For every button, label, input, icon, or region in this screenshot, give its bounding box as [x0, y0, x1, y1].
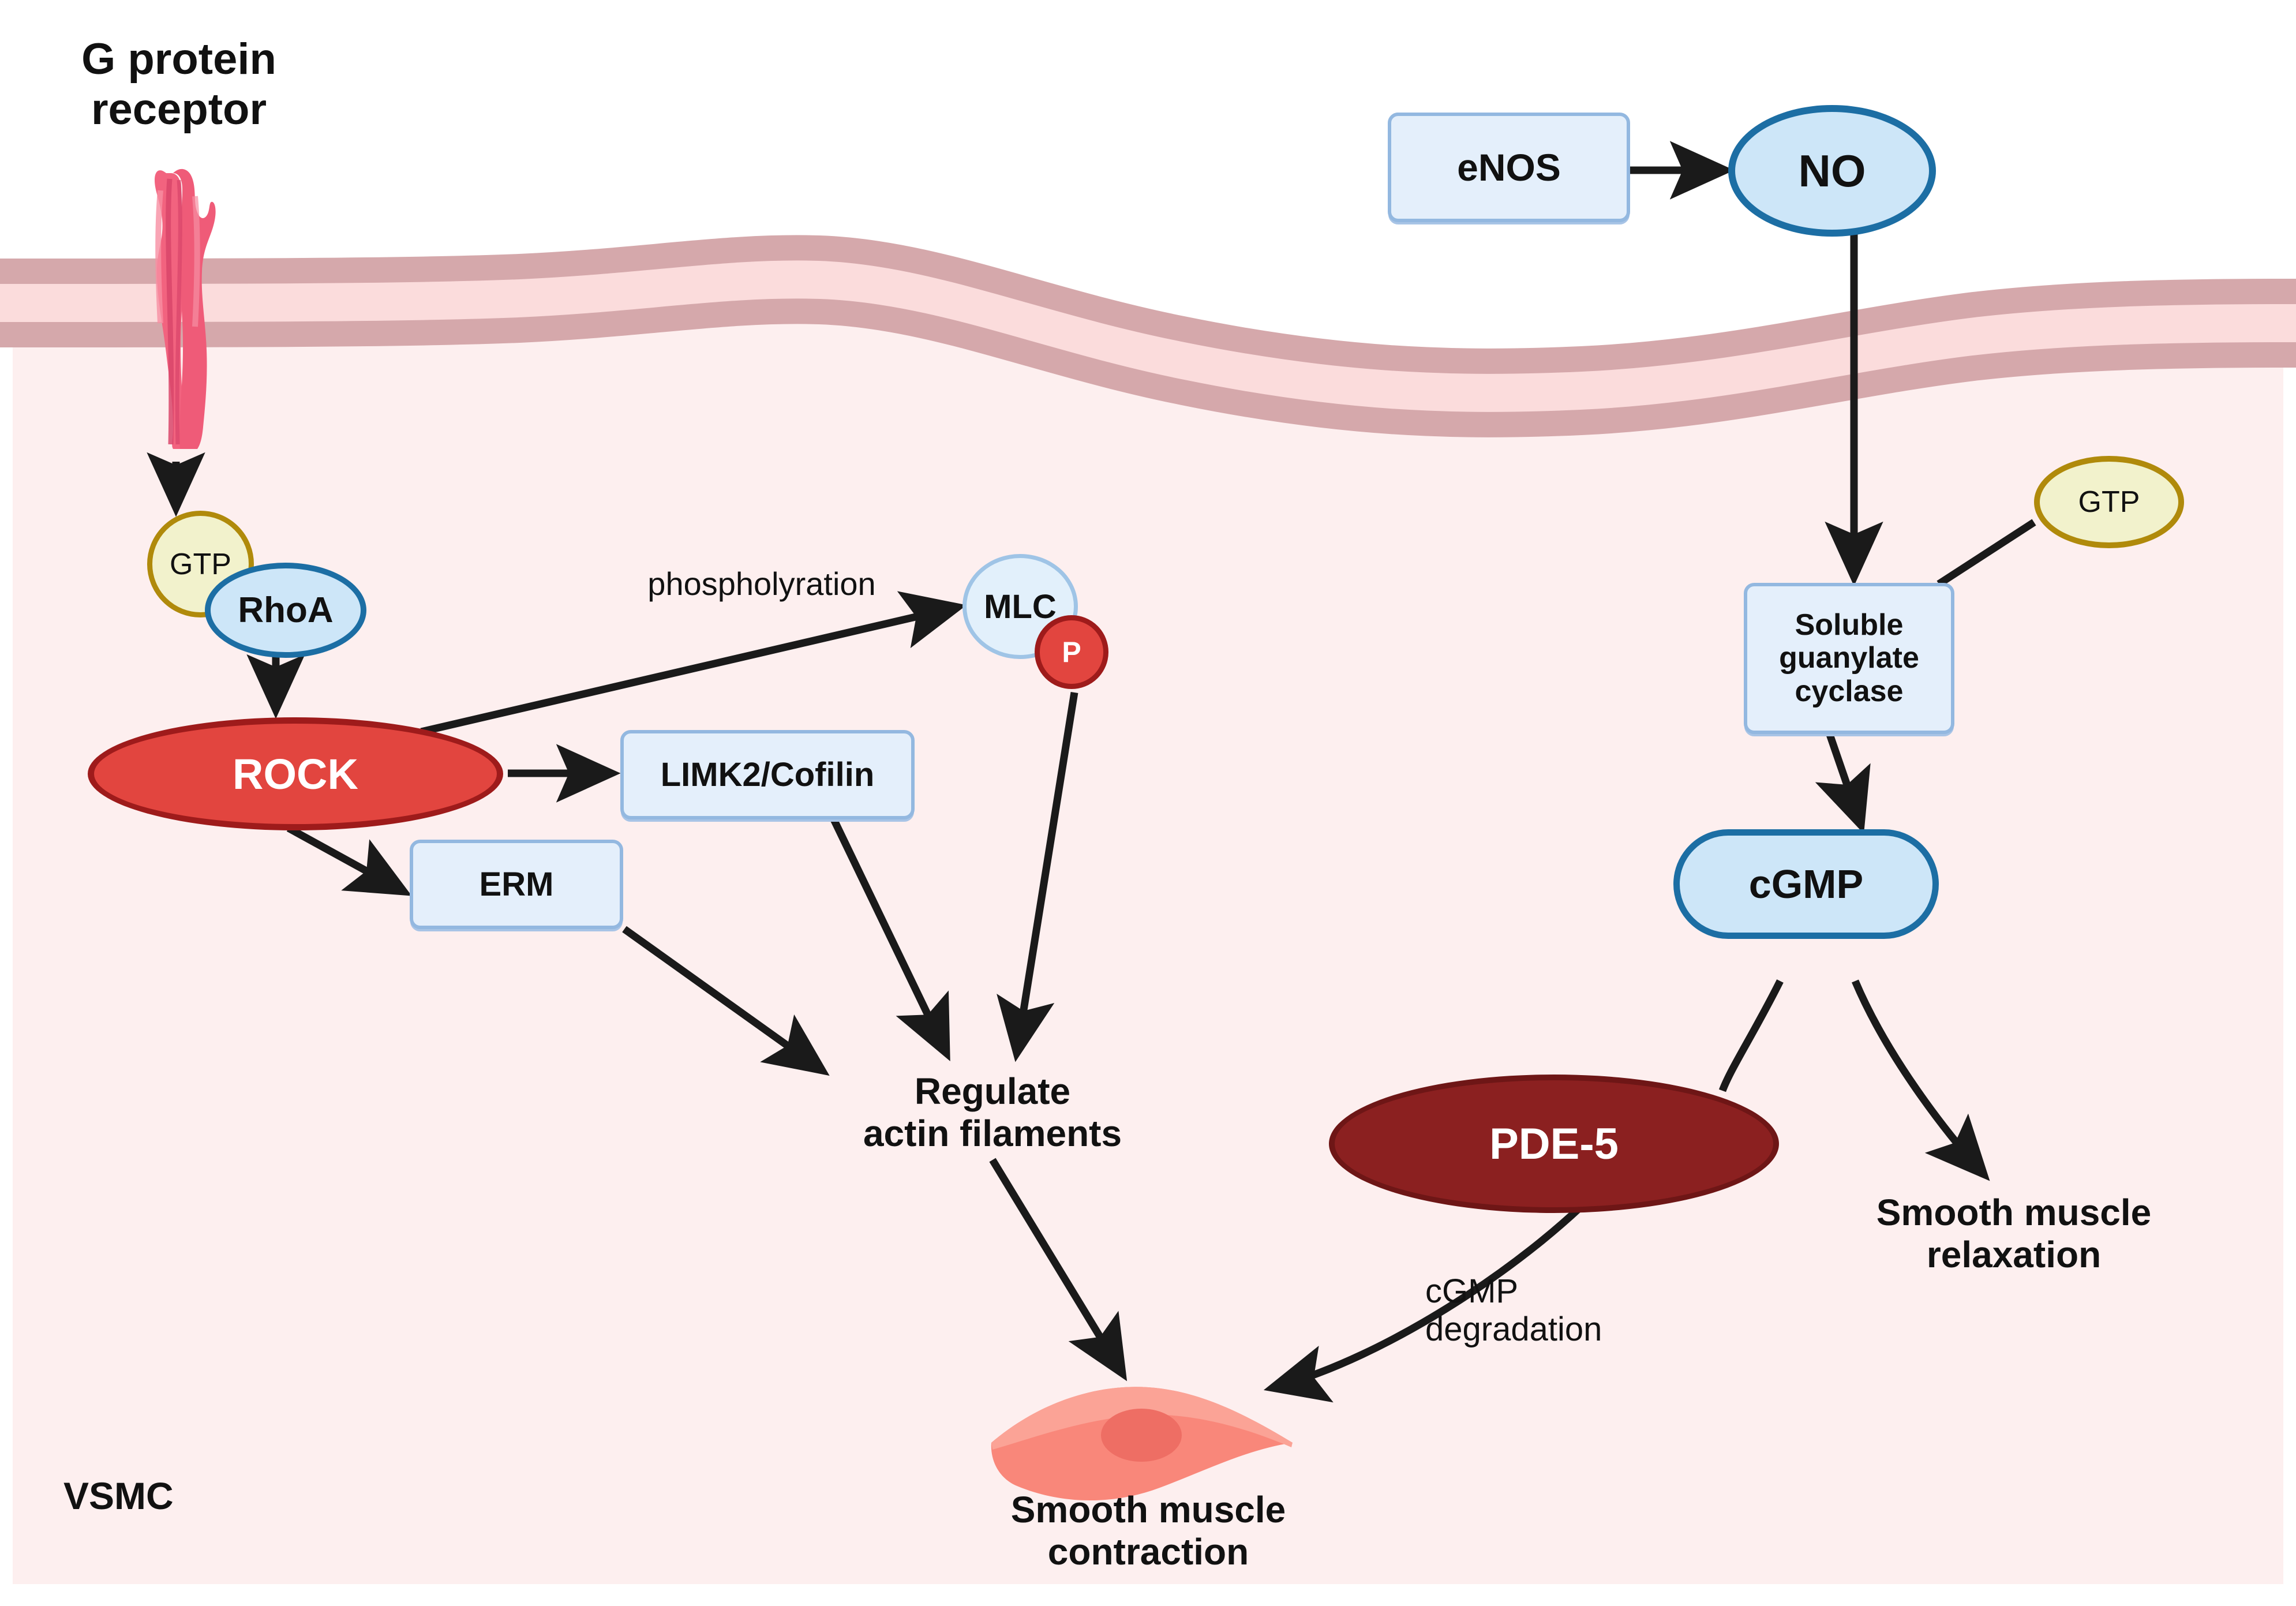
gtp-left-label: GTP: [170, 547, 231, 581]
rhoa-node[interactable]: RhoA: [205, 563, 366, 658]
soluble-guanylate-cyclase-node[interactable]: Soluble guanylate cyclase: [1744, 583, 1954, 734]
gtp-right-label: GTP: [2078, 485, 2140, 519]
edge-erm-to-regulate: [622, 926, 830, 1076]
cgmp-label: cGMP: [1748, 862, 1864, 907]
cell-nucleus: [1101, 1409, 1182, 1462]
erm-label: ERM: [479, 865, 554, 903]
smooth-muscle-cell-icon: [991, 1387, 1293, 1501]
limk2-cofilin-label: LIMK2/Cofilin: [660, 755, 875, 793]
rock-label: ROCK: [233, 750, 358, 798]
edge-limk2-to-regulate: [830, 818, 950, 1062]
no-label: NO: [1798, 145, 1866, 196]
mlc-label: MLC: [984, 587, 1057, 626]
enos-node[interactable]: eNOS: [1388, 113, 1630, 222]
plasma-membrane: [0, 235, 2296, 437]
erm-node[interactable]: ERM: [410, 840, 623, 929]
cgmp-node[interactable]: cGMP: [1673, 829, 1939, 939]
mlc-node[interactable]: MLC: [962, 554, 1078, 659]
pde5-label: PDE-5: [1489, 1119, 1619, 1169]
edge-rock-to-erm: [286, 825, 412, 896]
edge-rock-to-mlc: [420, 591, 967, 736]
limk2-cofilin-node[interactable]: LIMK2/Cofilin: [620, 730, 915, 819]
edge-regulate-to-contraction: [989, 1158, 1128, 1382]
pde5-node[interactable]: PDE-5: [1329, 1075, 1779, 1213]
edge-cgmp-to-relaxation: [1852, 979, 1990, 1181]
rock-node[interactable]: ROCK: [88, 717, 503, 830]
edge-cgmp-to-pde5: [1718, 979, 1784, 1092]
rhoa-label: RhoA: [238, 590, 334, 630]
enos-label: eNOS: [1457, 145, 1561, 189]
g-protein-receptor-icon: [155, 169, 216, 449]
cytoplasm-region: [13, 248, 2283, 1585]
gtp-right-node[interactable]: GTP: [2034, 456, 2184, 548]
soluble-guanylate-cyclase-label: Soluble guanylate cyclase: [1779, 608, 1919, 708]
phosphate-node[interactable]: P: [1035, 615, 1108, 689]
phosphate-label: P: [1062, 636, 1081, 668]
edge-layer: [147, 141, 2036, 1403]
no-node[interactable]: NO: [1728, 105, 1936, 237]
edge-gtp-to-sgc: [1937, 519, 2036, 587]
edge-mlc-p-to-regulate: [997, 691, 1078, 1062]
edge-sgc-to-cgmp: [1815, 731, 1871, 834]
